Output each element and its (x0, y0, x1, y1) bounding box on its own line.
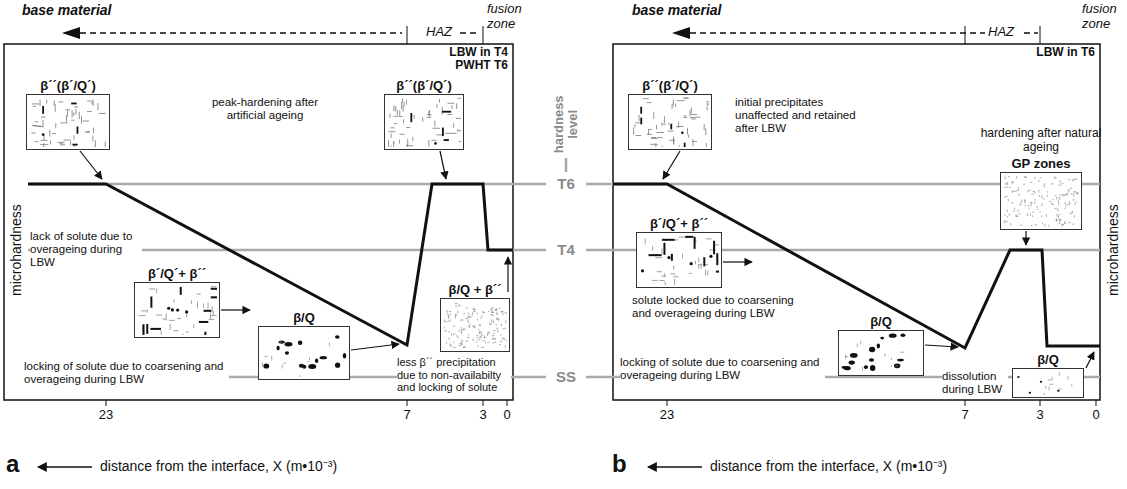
microstructure-inset: β/Q (1012, 368, 1084, 398)
microstructure-picture (135, 283, 219, 337)
level-label: T4 (546, 241, 586, 258)
microstructure-inset: β/Q (838, 330, 924, 376)
axis-title: distance from the interface, X (m•10⁻³) (710, 458, 1110, 474)
microstructure-texture (388, 98, 461, 147)
microstructure-picture (839, 331, 923, 375)
phase-heading: β/Q (229, 311, 379, 325)
phase-label: β´/Q´+ β´´ (604, 217, 754, 231)
note: peak-hardening after artificial ageing (195, 96, 335, 122)
phase-heading: β´´(β´/Q´) (595, 79, 745, 93)
phase-label: β´´(β´/Q´) (595, 79, 745, 93)
region-label: HAZ (988, 25, 1022, 40)
microstructure-picture (629, 95, 711, 149)
region-arrow (62, 27, 1038, 39)
phase-label: β´´(β´/Q´) (0, 79, 143, 93)
hardness-level-line (28, 158, 1100, 377)
microstructure-texture (1004, 176, 1079, 227)
phase-label: β/Q + β´´ (400, 283, 550, 297)
tick-label: 23 (652, 408, 682, 423)
tick-label: 3 (468, 408, 498, 423)
microstructure-inset: hardening after natural ageingGP zones (1000, 172, 1082, 230)
note: lack of solute due to overageing during … (30, 230, 142, 270)
note: dissolution during LBW (942, 370, 1008, 396)
tick-mark (106, 26, 1096, 406)
region-label: base material (632, 2, 742, 18)
tick-label: 0 (1081, 408, 1111, 423)
note: locking of solute due to coarsening and … (620, 356, 825, 382)
panel-frame (4, 44, 513, 400)
phase-heading: hardening after natural ageing GP zones (966, 127, 1116, 171)
microstructure-inset: β´´(β´/Q´) (26, 94, 110, 150)
microstructure-picture (27, 95, 109, 149)
hardness-curve (28, 184, 1100, 348)
microstructure-inset: β´´(β´/Q´) (384, 94, 464, 150)
leader-arrow (80, 151, 1094, 368)
condition-label: LBW in T6 (1000, 46, 1095, 59)
phase-heading: β/Q (806, 315, 956, 329)
phase-label: β/Q (806, 315, 956, 329)
region-label: fusion zone (1082, 2, 1124, 32)
phase-label: β/Q (229, 311, 379, 325)
microstructure-inset: β/Q (258, 326, 350, 380)
hardness-level-line (565, 158, 568, 172)
microstructure-texture (139, 287, 217, 335)
tick-label: 7 (950, 408, 980, 423)
phase-heading: β/Q (973, 353, 1123, 367)
microstructure-picture (637, 233, 721, 287)
level-title: hardness level (552, 88, 581, 160)
microstructure-picture (441, 299, 509, 351)
panel-frame (4, 44, 1100, 400)
microstructure-inset: β´/Q´+ β´´ (636, 232, 722, 288)
tick-label: 7 (392, 408, 422, 423)
microstructure-picture (385, 95, 463, 149)
axis-title: microhardness (8, 185, 24, 315)
microstructure-texture (641, 237, 719, 285)
level-label: SS (546, 368, 586, 385)
microstructure-picture (1001, 173, 1081, 229)
region-label: HAZ (426, 25, 460, 40)
microstructure-inset: β´´(β´/Q´) (628, 94, 712, 150)
microstructure-texture (1017, 372, 1071, 395)
microstructure-texture (634, 98, 709, 147)
phase-label: β/Q (973, 353, 1123, 367)
axis-title: distance from the interface, X (m•10⁻³) (100, 458, 500, 474)
microstructure-texture (842, 333, 906, 371)
microstructure-texture (262, 335, 346, 377)
tick-label: 23 (91, 408, 121, 423)
microstructure-inset: β´/Q´+ β´´ (134, 282, 220, 338)
tick-label: 0 (492, 408, 522, 423)
panel-letter: b (612, 450, 634, 478)
level-label: T6 (546, 175, 586, 192)
note: less β´´ precipitation due to non-availa… (397, 356, 511, 394)
note: hardening after natural ageing (966, 127, 1116, 153)
microstructure-inset: β/Q + β´´ (440, 298, 510, 352)
tick-label: 3 (1025, 408, 1055, 423)
note: locking of solute due to coarsening and … (24, 360, 229, 386)
phase-heading: β´/Q´+ β´´ (604, 217, 754, 231)
phase-label: β´´(β´/Q´) (349, 79, 499, 93)
region-label: base material (22, 2, 132, 18)
microstructure-picture (259, 327, 349, 379)
condition-label: LBW in T4 PWHT T6 (418, 46, 508, 72)
phase-heading: β´´(β´/Q´) (349, 79, 499, 93)
panel-letter: a (6, 450, 28, 478)
axis-title: microhardness (1105, 185, 1121, 315)
phase-heading: β´´(β´/Q´) (0, 79, 143, 93)
note: solute locked due to coarsening and over… (632, 294, 797, 320)
phase-heading: β/Q + β´´ (400, 283, 550, 297)
region-label: fusion zone (487, 2, 529, 32)
microstructure-picture (1013, 369, 1083, 397)
microstructure-texture (31, 99, 105, 147)
note: initial precipitates unaffected and reta… (735, 96, 860, 136)
phase-label: GP zones (966, 157, 1116, 171)
microstructure-texture (444, 303, 507, 348)
